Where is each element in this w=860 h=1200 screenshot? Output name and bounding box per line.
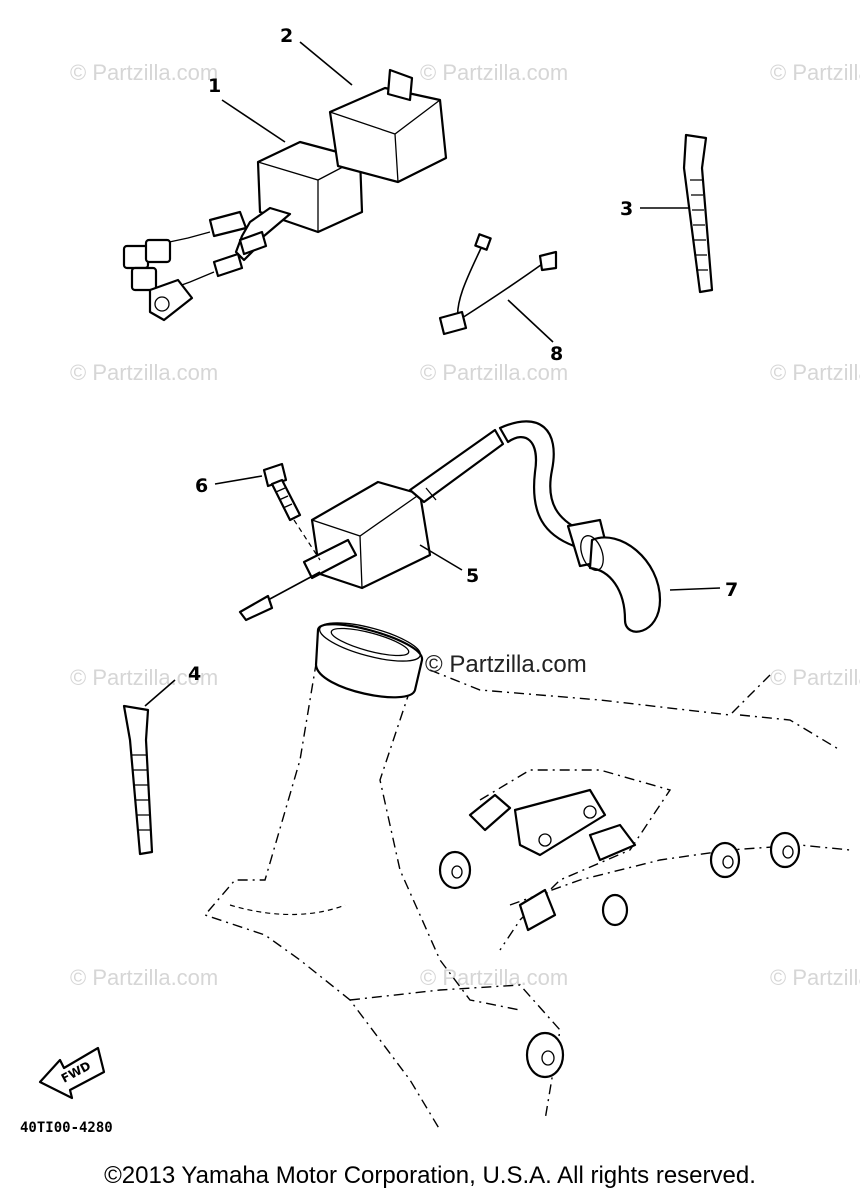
leader-lines — [144, 41, 721, 707]
ignition-coil — [238, 428, 505, 622]
callout-3: 3 — [620, 198, 633, 220]
parts-diagram: © Partzilla.com © Partzilla.com © Partzi… — [20, 25, 860, 1136]
callout-1: 1 — [208, 75, 221, 97]
cable-band-3 — [682, 133, 714, 294]
callout-6: 6 — [195, 475, 208, 497]
watermark: © Partzilla.com — [770, 60, 860, 85]
callout-labels: 1 2 3 4 5 6 7 8 — [188, 25, 738, 685]
frame-bosses — [438, 788, 801, 1079]
callout-2: 2 — [280, 25, 293, 47]
diagram-code: 40TI00-4280 — [20, 1120, 113, 1136]
spark-plug-cap — [498, 420, 662, 633]
copyright-notice: ©2013 Yamaha Motor Corporation, U.S.A. A… — [104, 1162, 756, 1189]
bolt — [262, 462, 321, 561]
wire-lead — [438, 233, 558, 336]
callout-8: 8 — [550, 343, 563, 365]
watermark: © Partzilla.com — [70, 665, 218, 690]
callout-5: 5 — [466, 565, 479, 587]
cdi-cover — [328, 68, 448, 184]
watermark: © Partzilla.com — [770, 965, 860, 990]
watermark: © Partzilla.com — [420, 965, 568, 990]
watermark: © Partzilla.com — [420, 60, 568, 85]
watermark: © Partzilla.com — [420, 360, 568, 385]
watermark-layer: © Partzilla.com © Partzilla.com © Partzi… — [70, 60, 860, 990]
callout-4: 4 — [188, 663, 201, 685]
watermark: © Partzilla.com — [70, 60, 218, 85]
watermark: © Partzilla.com — [70, 360, 218, 385]
watermark: © Partzilla.com — [770, 360, 860, 385]
watermark: © Partzilla.com — [70, 965, 218, 990]
watermark-main: © Partzilla.com — [425, 651, 587, 678]
cable-band-4 — [122, 704, 154, 856]
fwd-arrow-icon: FWD — [38, 1046, 106, 1100]
cdi-unit — [122, 140, 364, 322]
watermark: © Partzilla.com — [770, 665, 860, 690]
head-tube — [314, 622, 424, 699]
callout-7: 7 — [725, 579, 738, 601]
